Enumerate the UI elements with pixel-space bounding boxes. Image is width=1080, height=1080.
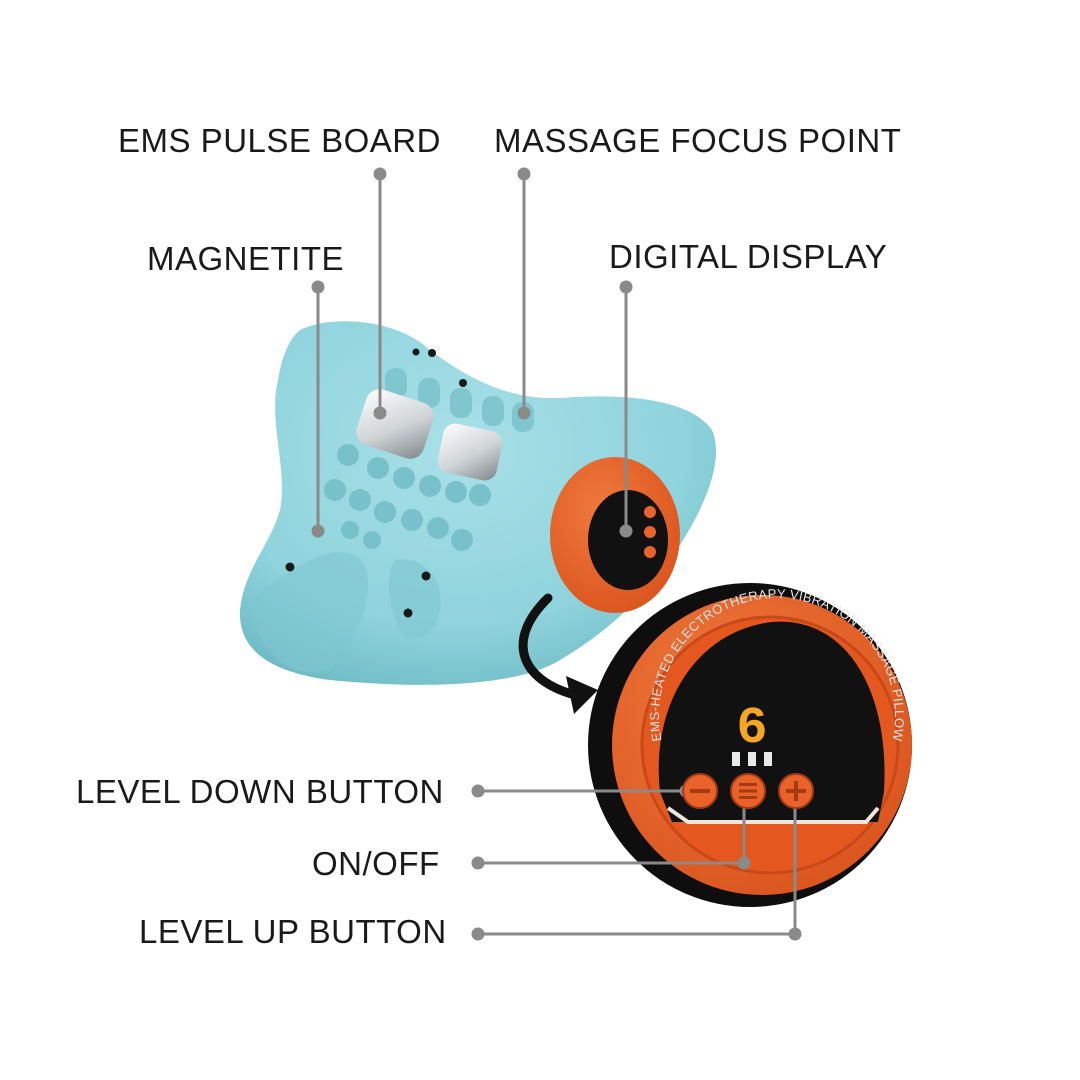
- level-down-button[interactable]: [682, 773, 718, 809]
- label-level-up-button: LEVEL UP BUTTON: [139, 913, 447, 950]
- label-level-down-button: LEVEL DOWN BUTTON: [76, 773, 444, 810]
- label-magnetite: MAGNETITE: [147, 240, 345, 277]
- level-up-button[interactable]: [778, 773, 814, 809]
- label-digital-display: DIGITAL DISPLAY: [609, 238, 888, 275]
- label-massage-focus-point: MASSAGE FOCUS POINT: [494, 122, 902, 159]
- svg-text:EMS-HEATED ELECTROTHERAPY VIBR: EMS-HEATED ELECTROTHERAPY VIBRATION MASS…: [647, 586, 907, 743]
- control-panel-zoom: [588, 583, 912, 907]
- label-on-off: ON/OFF: [312, 845, 440, 882]
- menu-icon: [739, 783, 757, 799]
- label-ems-pulse-board: EMS PULSE BOARD: [118, 122, 441, 159]
- curved-arrow-icon: [518, 593, 598, 714]
- ems-pulse-pads: [356, 389, 503, 481]
- plus-icon: [786, 781, 806, 801]
- arc-text: EMS-HEATED ELECTROTHERAPY VIBRATION MASS…: [647, 586, 907, 743]
- level-digit: 6: [736, 699, 767, 758]
- minus-icon: [690, 789, 710, 793]
- on-off-button[interactable]: [730, 773, 766, 809]
